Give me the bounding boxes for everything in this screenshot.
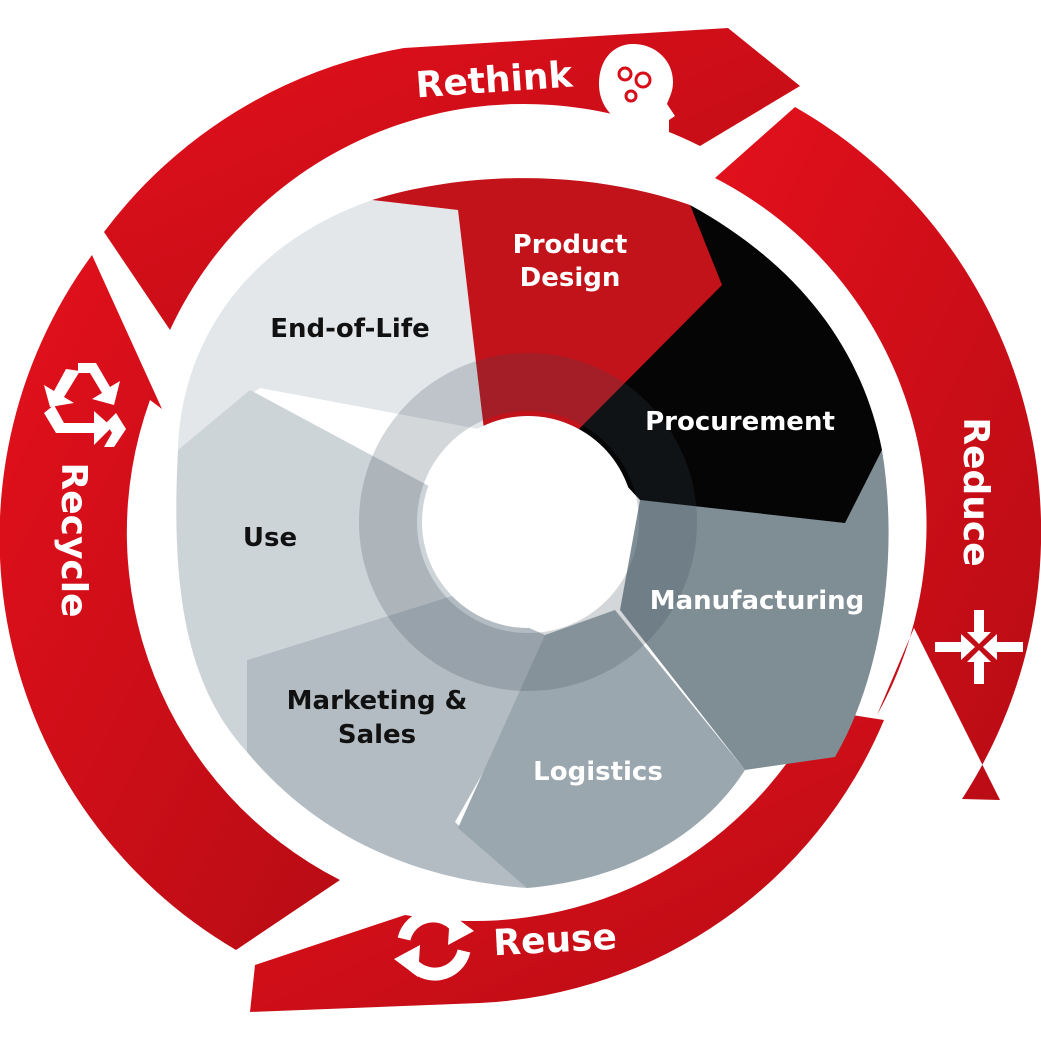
manufacturing-segment: [620, 450, 889, 770]
reduce-label: Reduce: [955, 417, 996, 566]
product-design-segment: [372, 178, 722, 430]
stage-wheel: [176, 178, 889, 888]
center-hub: [422, 416, 634, 628]
procurement-segment: [575, 205, 882, 523]
recycle-icon: [44, 363, 126, 447]
product-design-label-line2: Design: [520, 263, 621, 293]
reuse-label: Reuse: [492, 917, 618, 964]
marketing-sales-label-line1: Marketing &: [287, 686, 468, 716]
marketing-sales-segment: [247, 595, 545, 888]
logistics-segment: [458, 610, 745, 888]
product-design-label-line1: Product: [513, 230, 628, 260]
end-of-life-label: End-of-Life: [270, 314, 430, 344]
hub-ring: [359, 353, 697, 691]
manufacturing-label: Manufacturing: [650, 586, 865, 616]
circular-arrows-icon: [394, 909, 474, 981]
recycle-label: Recycle: [53, 462, 94, 617]
end-of-life-segment: [178, 200, 484, 450]
use-segment: [176, 390, 455, 752]
use-label: Use: [243, 523, 297, 553]
reduce-arrow-segment: [715, 107, 1041, 800]
marketing-sales-label-line2: Sales: [338, 720, 416, 750]
procurement-label: Procurement: [645, 407, 835, 437]
head-with-gears-icon: [599, 44, 675, 144]
arrows-converging-icon: [935, 610, 1023, 684]
logistics-label: Logistics: [533, 757, 663, 787]
